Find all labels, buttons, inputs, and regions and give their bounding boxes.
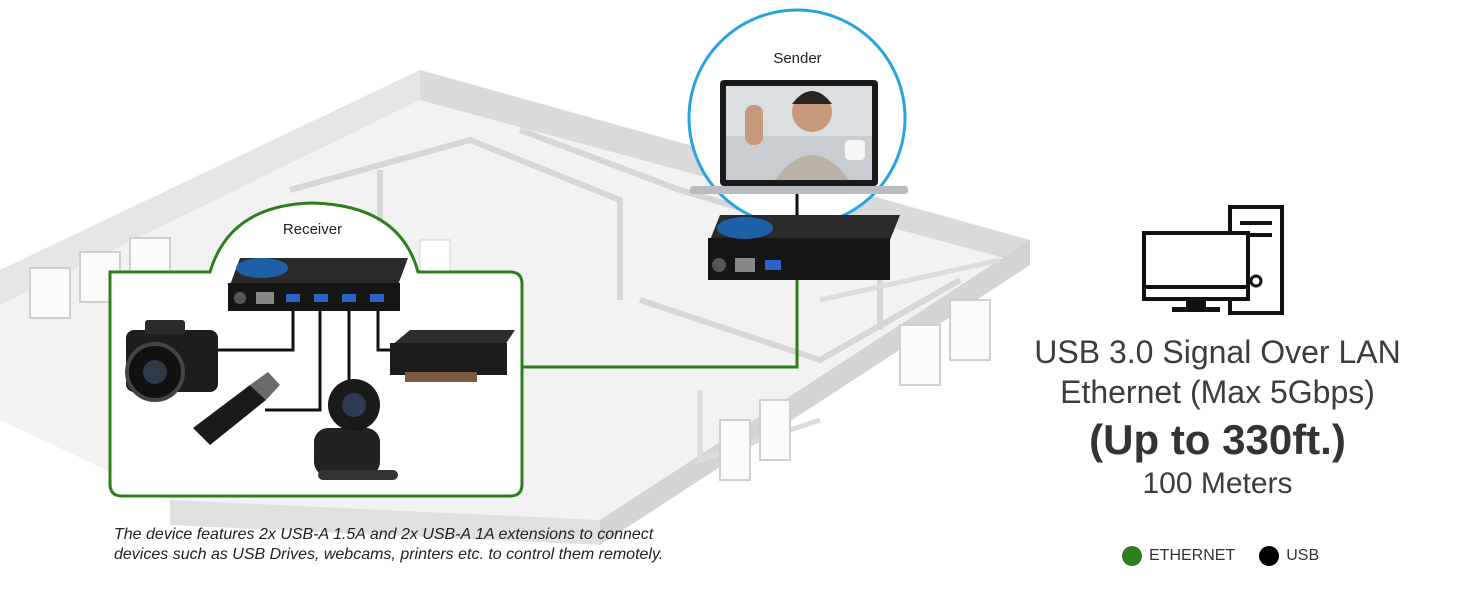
- legend-item-ethernet: ETHERNET: [1122, 546, 1235, 566]
- headline-line-1: USB 3.0 Signal Over LAN: [1034, 334, 1401, 370]
- receiver-label: Receiver: [282, 221, 343, 238]
- sender-label: Sender: [773, 50, 822, 67]
- sender-callout: [687, 8, 908, 228]
- caption-line-1: The device features 2x USB-A 1.5A and 2x…: [114, 526, 654, 543]
- webcam-icon: [314, 379, 398, 480]
- legend-label-ethernet: ETHERNET: [1149, 547, 1236, 564]
- legend-item-usb: USB: [1259, 546, 1319, 566]
- printer-icon: [390, 330, 515, 382]
- legend-label-usb: USB: [1286, 547, 1320, 564]
- caption: The device features 2x USB-A 1.5A and 2x…: [114, 525, 794, 565]
- usb-drive-icon: [193, 372, 280, 445]
- ethernet-dot-icon: [1122, 546, 1142, 566]
- dslr-camera-icon: [125, 320, 218, 402]
- sender-device: [520, 215, 900, 369]
- desktop-computer-icon: [1142, 205, 1284, 315]
- legend: ETHERNET USB: [1122, 546, 1333, 566]
- headline-line-2: Ethernet (Max 5Gbps): [1060, 374, 1375, 410]
- headline: USB 3.0 Signal Over LAN Ethernet (Max 5G…: [990, 332, 1445, 502]
- receiver-callout: [108, 201, 524, 498]
- waving-hand-icon: [745, 105, 763, 145]
- headline-distance: (Up to 330ft.): [1089, 416, 1346, 463]
- usb-dot-icon: [1259, 546, 1280, 566]
- headline-meters: 100 Meters: [1142, 467, 1293, 500]
- caption-line-2: devices such as USB Drives, webcams, pri…: [114, 546, 664, 563]
